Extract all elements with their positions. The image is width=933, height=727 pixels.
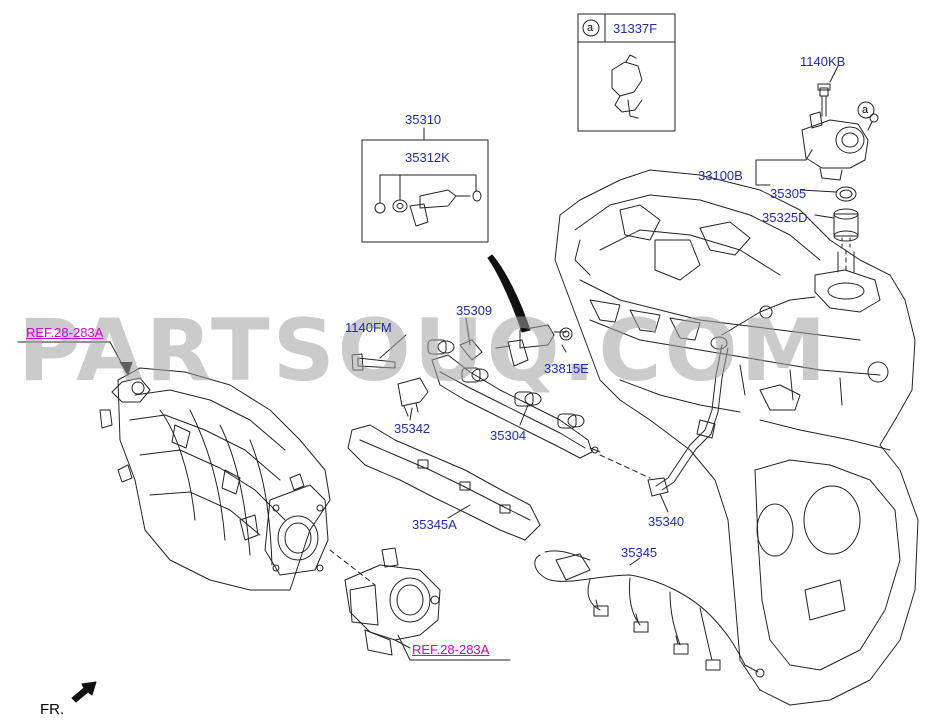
fuel-pipe xyxy=(647,296,816,497)
label-31337f[interactable]: 31337F xyxy=(613,21,658,36)
leader-35304 xyxy=(519,404,529,426)
label-35345a[interactable]: 35345A xyxy=(412,517,457,532)
throttle-body xyxy=(344,547,441,656)
ref-leader-bottom xyxy=(397,634,511,661)
label-35342[interactable]: 35342 xyxy=(394,421,431,436)
fuel-rail xyxy=(427,339,601,459)
ref-link-bottom[interactable]: REF.28-283A xyxy=(412,642,490,657)
bracket-33100b xyxy=(755,159,807,186)
engine-block xyxy=(554,169,919,706)
label-1140fm[interactable]: 1140FM xyxy=(345,320,392,335)
callout-a-label-pump: a xyxy=(862,104,869,116)
watermark: PARTSOUQ.COM xyxy=(18,301,830,401)
alignment-line xyxy=(329,549,376,586)
wiring-harness xyxy=(534,550,765,678)
leader-1140fm xyxy=(379,334,407,359)
o-ring-35305 xyxy=(835,186,857,202)
label-1140kb[interactable]: 1140KB xyxy=(800,54,846,69)
bolt-1140kb xyxy=(817,83,831,117)
fr-arrow-icon xyxy=(71,681,97,703)
clip-31337f xyxy=(611,54,643,119)
front-direction-label: FR. xyxy=(40,701,65,718)
pump-tappet xyxy=(833,208,859,251)
leader-35345a xyxy=(447,504,471,519)
fuel-rail-cover xyxy=(347,424,541,541)
injector-assembly xyxy=(495,324,573,367)
pointer-arrow xyxy=(487,254,531,333)
leader-33815e xyxy=(561,344,567,353)
label-33100b[interactable]: 33100B xyxy=(698,168,743,183)
label-35305[interactable]: 35305 xyxy=(770,186,807,201)
pressure-sensor xyxy=(397,377,429,417)
injector-kit xyxy=(374,174,482,227)
callout-a-circle-pump xyxy=(857,101,875,119)
leader-35342 xyxy=(409,407,413,421)
label-35345[interactable]: 35345 xyxy=(621,545,658,560)
leader-35305 xyxy=(800,189,837,193)
leader-35345 xyxy=(629,557,641,566)
label-35304[interactable]: 35304 xyxy=(490,428,527,443)
label-35340[interactable]: 35340 xyxy=(648,514,685,529)
label-35310[interactable]: 35310 xyxy=(405,112,442,127)
leader-1140kb xyxy=(829,65,839,83)
box-35310 xyxy=(361,139,489,243)
callout-a-label: a xyxy=(587,22,594,34)
high-pressure-pump xyxy=(801,111,879,181)
label-35312k[interactable]: 35312K xyxy=(405,150,450,165)
alignment-line-rail xyxy=(599,454,651,479)
leader-35340 xyxy=(659,493,669,513)
leader-35309 xyxy=(465,317,471,346)
intake-manifold xyxy=(99,367,331,591)
leader-35325d xyxy=(814,214,835,219)
bolt-1140fm xyxy=(351,353,396,371)
ref-link-top[interactable]: REF.28-283A xyxy=(26,325,104,340)
label-33815e[interactable]: 33815E xyxy=(544,361,589,376)
label-35325d[interactable]: 35325D xyxy=(762,210,808,225)
label-35309[interactable]: 35309 xyxy=(456,303,493,318)
callout-a-circle xyxy=(582,19,600,37)
